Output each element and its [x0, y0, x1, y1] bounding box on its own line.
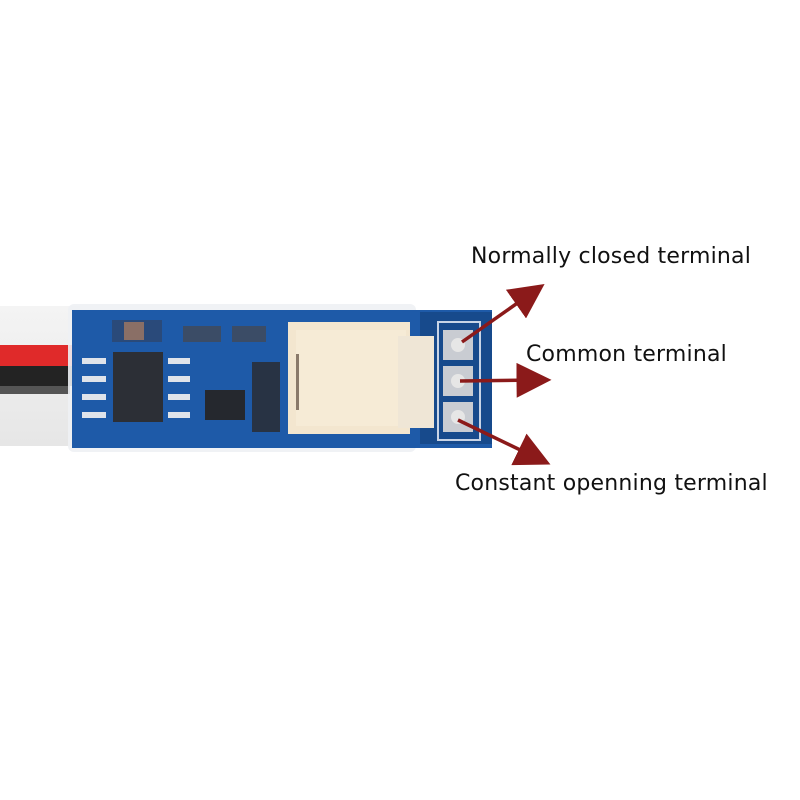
label-common-terminal: Common terminal — [526, 342, 727, 367]
wires — [0, 306, 80, 446]
label-normally-closed-terminal: Normally closed terminal — [471, 244, 752, 269]
label-constant-opening-terminal: Constant openning terminal — [455, 471, 768, 496]
annotation-arrows — [457, 283, 552, 466]
arrow-common — [459, 362, 552, 398]
arrow-constant-opening — [457, 418, 551, 466]
arrow-normally-closed — [460, 283, 545, 344]
pcb-board — [72, 310, 492, 448]
